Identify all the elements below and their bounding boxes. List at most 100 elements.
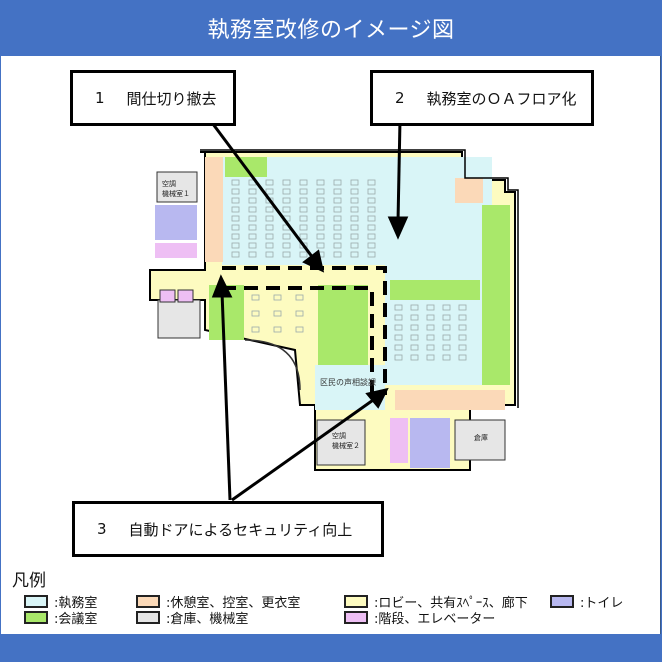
legend-label-lobby: :ロビー、共有ｽﾍﾟｰｽ、廊下: [374, 596, 528, 611]
desk: [426, 314, 435, 321]
toilet-south: [410, 418, 450, 468]
desk: [458, 354, 467, 361]
desk: [350, 188, 359, 195]
desk: [248, 224, 257, 231]
legend-item-rest: :休憩室、控室、更衣室: [136, 592, 300, 611]
arrow-3a-line: [220, 291, 232, 501]
desk: [265, 206, 274, 213]
desk: [426, 324, 435, 331]
desk: [265, 251, 274, 258]
desk: [333, 197, 342, 204]
desk: [295, 326, 304, 333]
desk: [273, 294, 282, 301]
desk: [231, 251, 240, 258]
conference-east: [482, 205, 510, 385]
desk: [299, 197, 308, 204]
legend-item-office: :執務室: [24, 592, 97, 611]
legend-label-stairs: :階段、エレベーター: [374, 612, 496, 627]
callout-1: 1 間仕切り撤去: [70, 70, 236, 126]
legend-swatch-stairs: [344, 611, 368, 624]
desk: [367, 197, 376, 204]
callout-2: 2 執務室のＯＡフロア化: [370, 70, 594, 126]
desk: [248, 242, 257, 249]
desk: [231, 215, 240, 222]
desk: [442, 304, 451, 311]
desk: [299, 224, 308, 231]
desk: [295, 310, 304, 317]
desk: [248, 251, 257, 258]
desk: [251, 326, 260, 333]
desk: [458, 314, 467, 321]
legend-title: 凡例: [12, 571, 46, 591]
legend-swatch-storage: [136, 611, 160, 624]
desk: [442, 334, 451, 341]
desk: [316, 179, 325, 186]
desk: [316, 206, 325, 213]
desk: [394, 354, 403, 361]
desk: [442, 314, 451, 321]
desk: [282, 242, 291, 249]
desk: [350, 242, 359, 249]
desk: [367, 179, 376, 186]
elevator-2: [177, 289, 194, 303]
desk: [316, 215, 325, 222]
arrow-2-head: [387, 216, 409, 240]
desk: [333, 188, 342, 195]
desk: [316, 242, 325, 249]
desk: [248, 215, 257, 222]
desk: [265, 242, 274, 249]
desk: [295, 294, 304, 301]
toilet-west: [155, 205, 197, 240]
desk-grid: [231, 179, 467, 361]
desk: [299, 188, 308, 195]
desk: [231, 206, 240, 213]
desk: [316, 233, 325, 240]
desk: [367, 242, 376, 249]
desk: [333, 224, 342, 231]
arrow-1-line: [208, 119, 318, 263]
desk: [350, 206, 359, 213]
desk: [265, 224, 274, 231]
desk: [410, 324, 419, 331]
desk: [394, 324, 403, 331]
office-sign-label: 区民の声相談課: [320, 377, 376, 387]
desk: [426, 354, 435, 361]
conference-center: [318, 285, 368, 365]
legend-label-office: :執務室: [54, 596, 98, 611]
desk: [333, 242, 342, 249]
legend-item-lobby: :ロビー、共有ｽﾍﾟｰｽ、廊下: [344, 592, 528, 611]
curved-wall: [244, 339, 301, 391]
desk: [282, 233, 291, 240]
desk: [251, 310, 260, 317]
desk: [367, 215, 376, 222]
desk: [299, 215, 308, 222]
desk: [299, 251, 308, 258]
callout-3-number: 3: [97, 520, 107, 538]
arrow-2-line: [396, 119, 402, 223]
desk: [426, 334, 435, 341]
desk: [316, 188, 325, 195]
legend-label-storage: :倉庫、機械室: [166, 612, 249, 627]
desk: [394, 314, 403, 321]
desk: [410, 314, 419, 321]
desk: [350, 251, 359, 258]
desk: [333, 251, 342, 258]
desk: [265, 188, 274, 195]
legend-item-stairs: :階段、エレベーター: [344, 608, 495, 627]
removed-partition-line-2: [222, 286, 374, 392]
desk: [394, 304, 403, 311]
desk: [410, 334, 419, 341]
outer-wall: [200, 149, 519, 408]
desk: [426, 304, 435, 311]
desk: [231, 179, 240, 186]
desk: [282, 206, 291, 213]
desk: [282, 179, 291, 186]
desk: [442, 354, 451, 361]
callout-3: 3 自動ドアによるセキュリティ向上: [72, 501, 384, 557]
legend-item-toilet: :トイレ: [550, 592, 623, 611]
desk: [350, 233, 359, 240]
desk: [282, 251, 291, 258]
desk: [367, 206, 376, 213]
desk: [458, 304, 467, 311]
